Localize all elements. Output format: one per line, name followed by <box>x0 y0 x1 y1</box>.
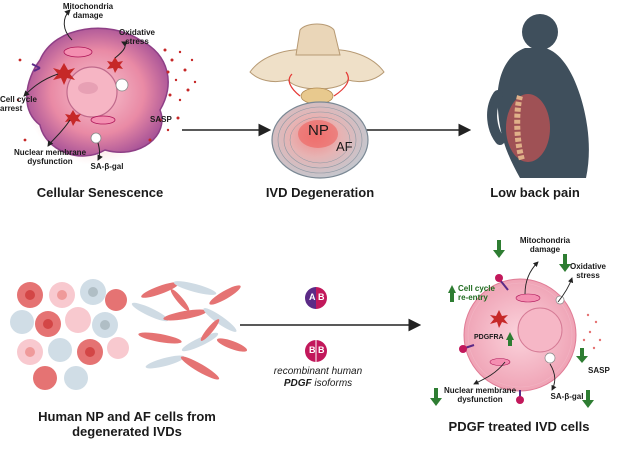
title-low-back-pain: Low back pain <box>490 185 580 200</box>
sasp-dots <box>16 48 197 142</box>
green-arrows <box>430 240 594 408</box>
arrow-down-icon <box>582 390 594 408</box>
pdgf-bb-badge <box>305 340 327 362</box>
label-sa-gal-treated: SA-β-gal <box>550 392 584 401</box>
label-mito-damage: Mitochondria damage <box>62 2 114 21</box>
arrow-down-icon <box>493 240 505 258</box>
treatment-text: recombinant human PDGF isoforms <box>268 366 368 389</box>
badge-ab-left: A <box>309 292 316 302</box>
spindle-cells <box>131 281 248 380</box>
treated-cell-illustration <box>459 261 602 404</box>
ivd-illustration <box>249 23 385 179</box>
pdgfra-receptor-icon <box>459 274 524 404</box>
label-oxidative-treated: Oxidative stress <box>569 262 606 281</box>
label-sasp: SASP <box>150 115 172 124</box>
mitochondria-icon <box>63 46 116 125</box>
arrow-up-icon <box>506 332 514 346</box>
label-nuclear-membrane: Nuclear membrane dysfunction <box>13 148 87 167</box>
label-np: NP <box>308 122 329 139</box>
label-cell-cycle-arrest: Cell cycle arrest <box>0 95 37 114</box>
arrow-down-icon <box>430 388 442 406</box>
label-oxidative-stress: Oxidative stress <box>118 28 155 47</box>
label-mito-damage-treated: Mitochondria damage <box>519 236 571 255</box>
title-cellular-senescence: Cellular Senescence <box>36 185 164 200</box>
receptor-icon <box>31 63 41 72</box>
label-cell-cycle-reentry: Cell cycle re-entry <box>458 284 495 303</box>
badge-bb-right: B <box>318 345 325 355</box>
label-sasp-treated: SASP <box>588 366 610 375</box>
back-pain-silhouette <box>487 14 589 178</box>
treatment-line1: recombinant human <box>273 366 363 377</box>
treatment-line2: PDGF <box>283 377 312 389</box>
label-sa-gal: SA-β-gal <box>90 162 124 171</box>
arrow-up-icon <box>448 285 456 302</box>
title-pdgf-treated: PDGF treated IVD cells <box>448 419 590 434</box>
round-cells <box>10 279 129 390</box>
senescent-cell-illustration <box>16 9 197 165</box>
label-pdgfra: PDGFRA <box>474 334 504 341</box>
lysosome-icon <box>90 78 129 144</box>
title-human-cells: Human NP and AF cells from degenerated I… <box>38 409 216 439</box>
np-af-cells <box>10 279 248 390</box>
arrow-down-icon <box>576 348 588 363</box>
badge-bb-left: B <box>309 345 316 355</box>
badge-ab-right: B <box>318 292 325 302</box>
pdgf-ab-badge <box>305 287 327 309</box>
sasp-dots-reduced <box>582 313 602 350</box>
title-ivd-degeneration: IVD Degeneration <box>265 185 375 200</box>
label-nuclear-treated: Nuclear membrane dysfunction <box>443 386 517 405</box>
ros-burst-icon <box>53 57 123 126</box>
label-af: AF <box>336 139 353 154</box>
treatment-line3: isoforms <box>314 377 353 389</box>
arrow-down-icon <box>559 254 571 272</box>
